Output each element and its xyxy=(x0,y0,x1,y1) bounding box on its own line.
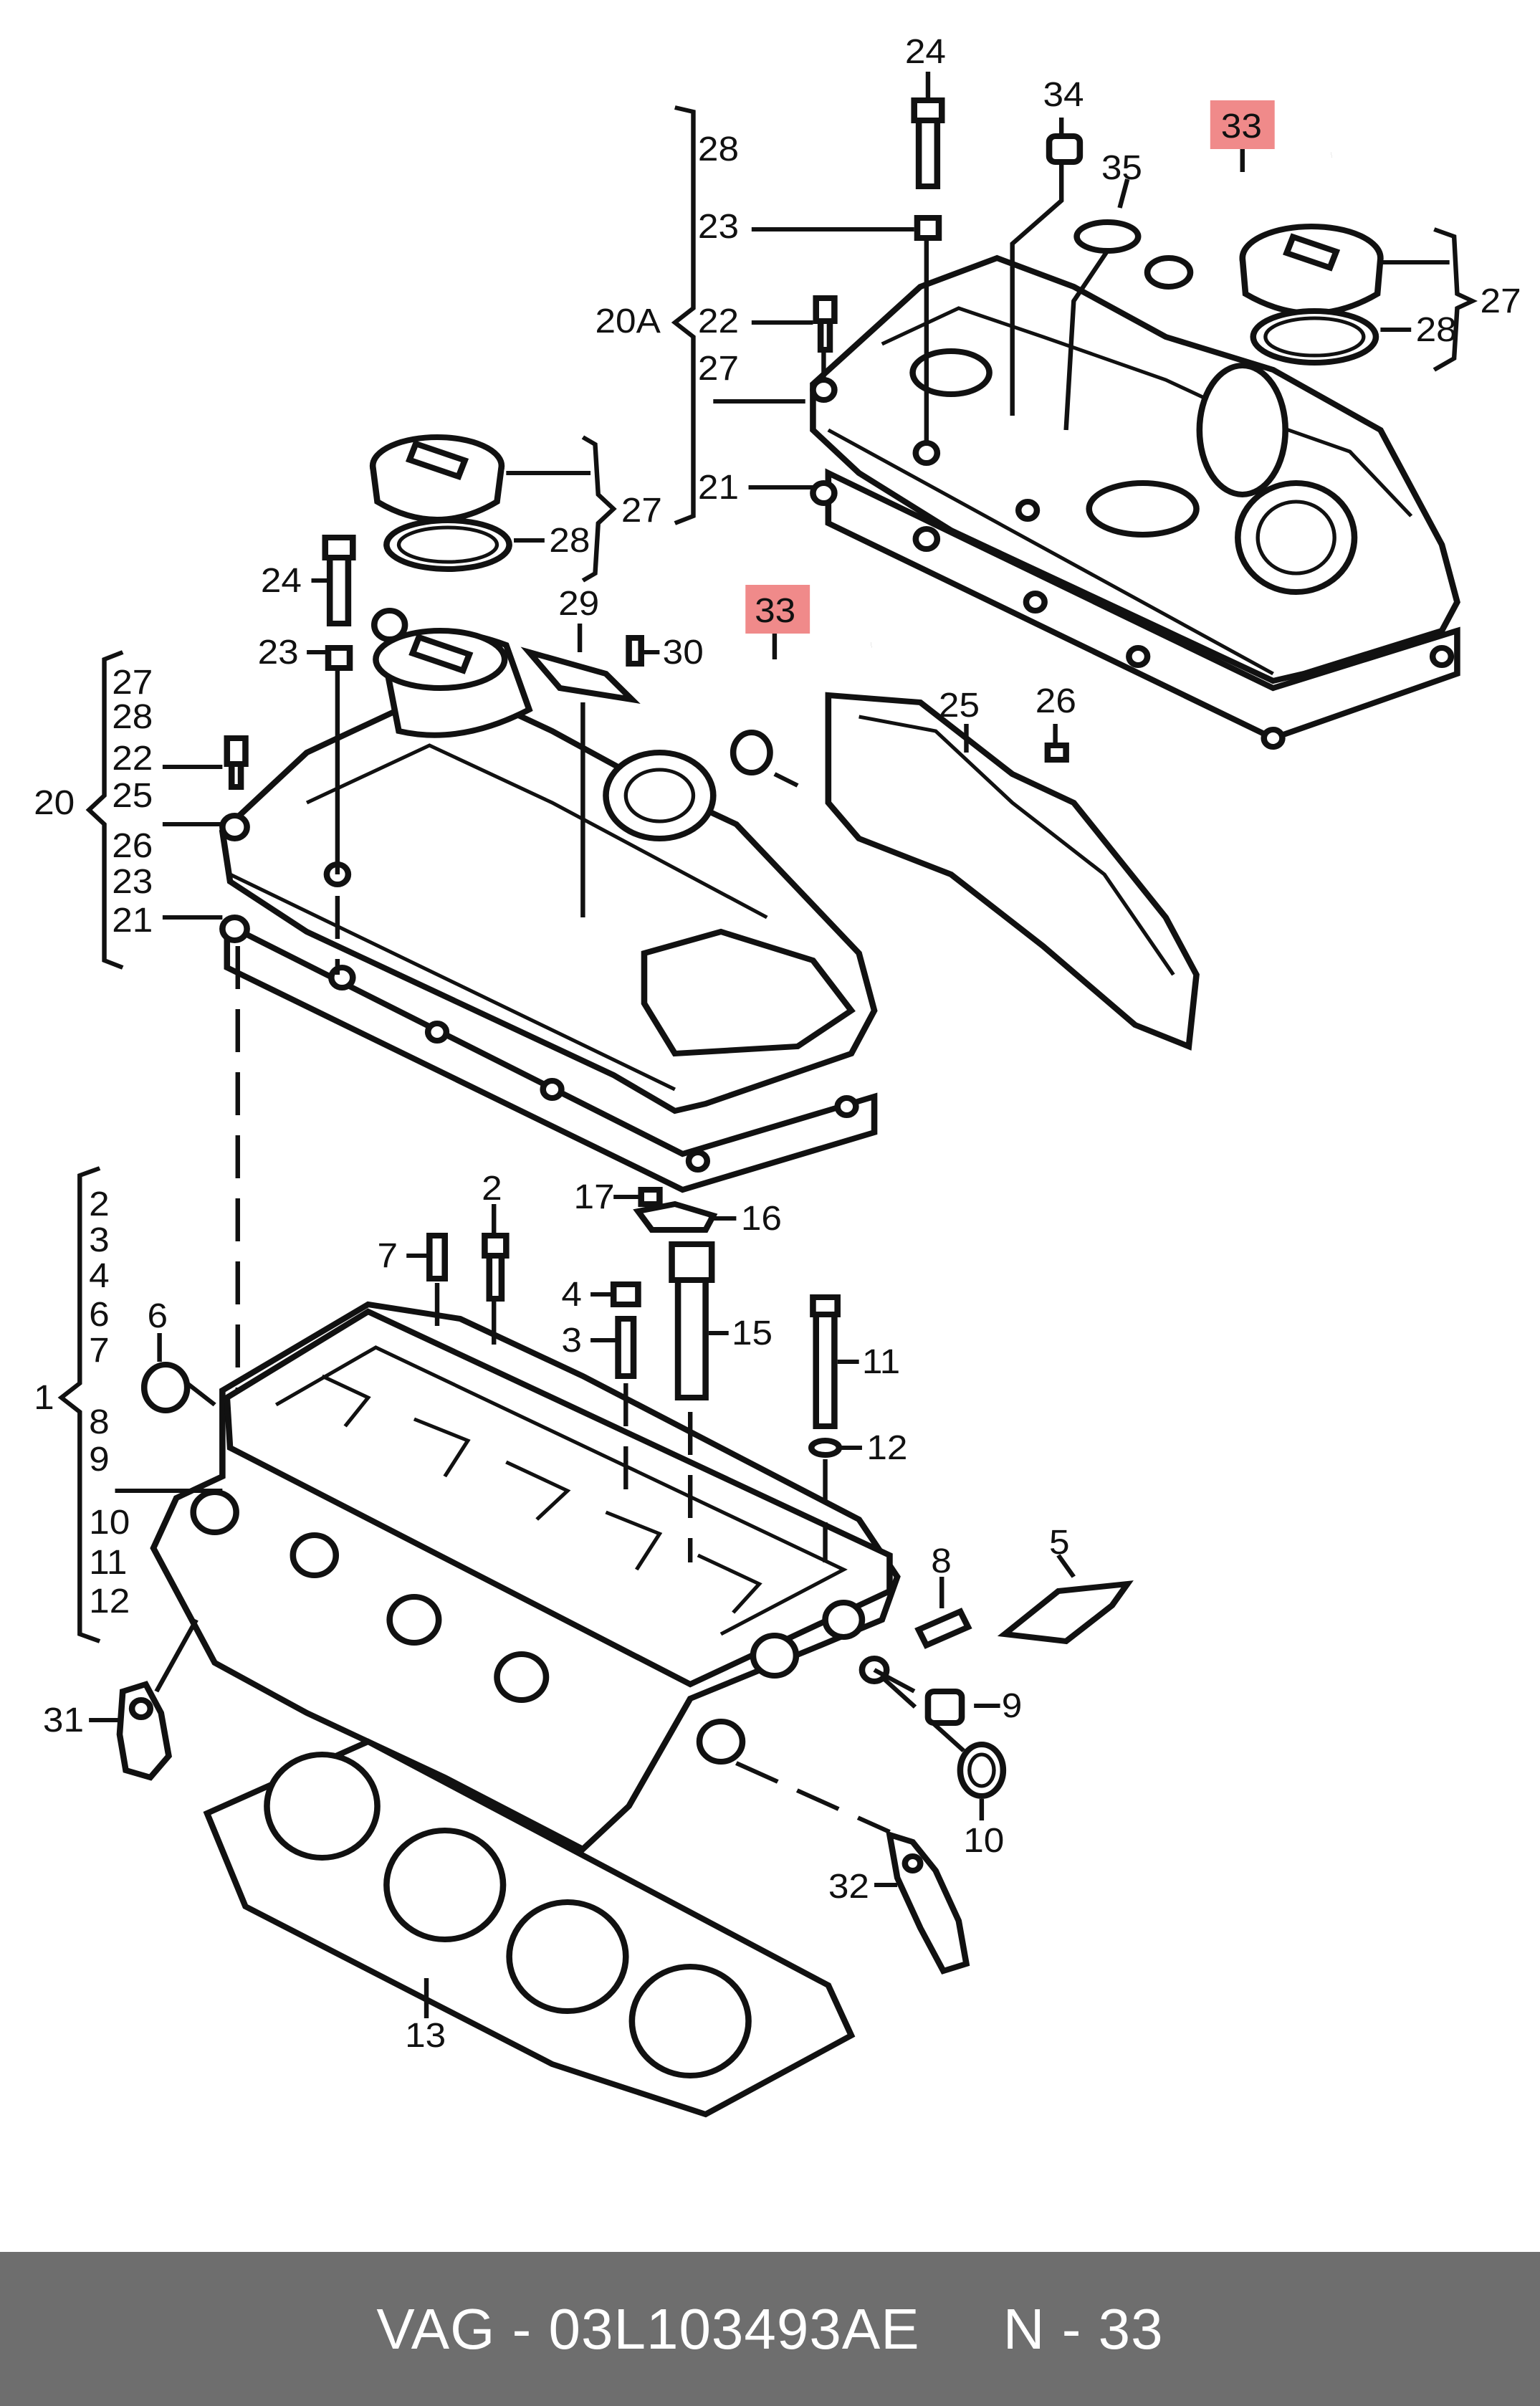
label-3: 3 xyxy=(89,1221,110,1259)
label-25: 25 xyxy=(939,686,980,725)
label-31: 31 xyxy=(43,1701,84,1739)
label-25: 25 xyxy=(112,776,153,815)
label-21: 21 xyxy=(698,468,739,507)
label-23: 23 xyxy=(258,633,299,672)
label-28: 28 xyxy=(698,130,739,168)
label-24: 24 xyxy=(905,32,946,71)
label-34: 34 xyxy=(1043,75,1084,114)
callout-labels: 24 34 33 28 35 23 20A 22 27 21 27 28 27 … xyxy=(34,32,1521,2055)
label-16: 16 xyxy=(741,1199,782,1238)
label-4: 4 xyxy=(89,1256,110,1295)
reference-prefix: N - xyxy=(1003,2296,1099,2361)
label-21: 21 xyxy=(112,901,153,940)
footer-caption: VAG - 03L103493AE N - 33 xyxy=(376,2296,1163,2362)
head-small-parts xyxy=(140,1187,843,1458)
label-17: 17 xyxy=(574,1178,615,1216)
label-27: 27 xyxy=(112,663,153,702)
breather-hose-upper xyxy=(1144,151,1333,290)
label-6: 6 xyxy=(89,1295,110,1334)
label-1: 1 xyxy=(34,1378,54,1417)
label-33: 33 xyxy=(755,591,795,630)
label-23: 23 xyxy=(112,862,153,901)
label-7: 7 xyxy=(89,1331,110,1370)
label-26: 26 xyxy=(1036,682,1076,720)
label-2: 2 xyxy=(482,1169,502,1208)
label-8: 8 xyxy=(89,1403,110,1441)
label-6: 6 xyxy=(147,1297,168,1335)
highlight-33-left xyxy=(745,585,810,634)
label-13: 13 xyxy=(405,2016,446,2055)
label-8: 8 xyxy=(931,1542,952,1580)
label-23: 23 xyxy=(698,207,739,246)
part-number: 03L103493AE xyxy=(548,2296,920,2361)
brackets xyxy=(116,1681,970,1975)
label-10: 10 xyxy=(963,1821,1004,1860)
label-9: 9 xyxy=(1002,1686,1023,1725)
valve-cover-20 xyxy=(219,628,878,1193)
spacer xyxy=(920,2297,1003,2361)
label-7: 7 xyxy=(378,1236,398,1275)
label-30: 30 xyxy=(663,633,704,672)
label-33: 33 xyxy=(1221,107,1262,145)
breather-hose-left xyxy=(729,641,872,775)
label-3: 3 xyxy=(561,1321,582,1360)
oil-filler-cap-upper xyxy=(1239,224,1384,366)
label-27: 27 xyxy=(698,349,739,388)
oil-filler-cap-left xyxy=(369,434,512,572)
label-22: 22 xyxy=(698,302,739,340)
label-22: 22 xyxy=(112,739,153,778)
label-11: 11 xyxy=(89,1543,127,1582)
separator: - xyxy=(495,2296,549,2361)
label-32: 32 xyxy=(828,1867,869,1906)
brand-label: VAG xyxy=(376,2296,496,2361)
left-small-parts xyxy=(224,535,1069,790)
label-2: 2 xyxy=(89,1185,110,1223)
label-28: 28 xyxy=(112,697,153,736)
reference-number: 33 xyxy=(1098,2296,1164,2361)
head-gasket-13 xyxy=(203,1738,856,2118)
right-side-parts xyxy=(914,1580,1134,1799)
leader-lines xyxy=(57,72,1478,2018)
label-11: 11 xyxy=(862,1342,900,1381)
label-10: 10 xyxy=(89,1503,130,1542)
label-20A: 20A xyxy=(595,302,661,340)
label-4: 4 xyxy=(561,1275,582,1314)
cylinder-head-1 xyxy=(150,1301,901,1853)
label-26: 26 xyxy=(112,826,153,865)
heat-shield-25 xyxy=(825,692,1200,1051)
label-27: 27 xyxy=(621,491,662,530)
footer-bar: VAG - 03L103493AE N - 33 xyxy=(0,2252,1540,2406)
label-5: 5 xyxy=(1049,1523,1070,1562)
label-12: 12 xyxy=(89,1582,130,1620)
label-24: 24 xyxy=(261,561,302,600)
label-20: 20 xyxy=(34,783,75,822)
label-12: 12 xyxy=(866,1428,907,1467)
label-28: 28 xyxy=(549,521,590,560)
label-28: 28 xyxy=(1416,310,1457,349)
exploded-parts-diagram: 24 34 33 28 35 23 20A 22 27 21 27 28 27 … xyxy=(34,32,1521,2118)
label-27: 27 xyxy=(1481,282,1521,320)
label-15: 15 xyxy=(732,1314,773,1352)
label-9: 9 xyxy=(89,1440,110,1479)
label-35: 35 xyxy=(1101,148,1142,187)
label-29: 29 xyxy=(558,584,599,623)
highlight-33-upper xyxy=(1210,100,1275,149)
